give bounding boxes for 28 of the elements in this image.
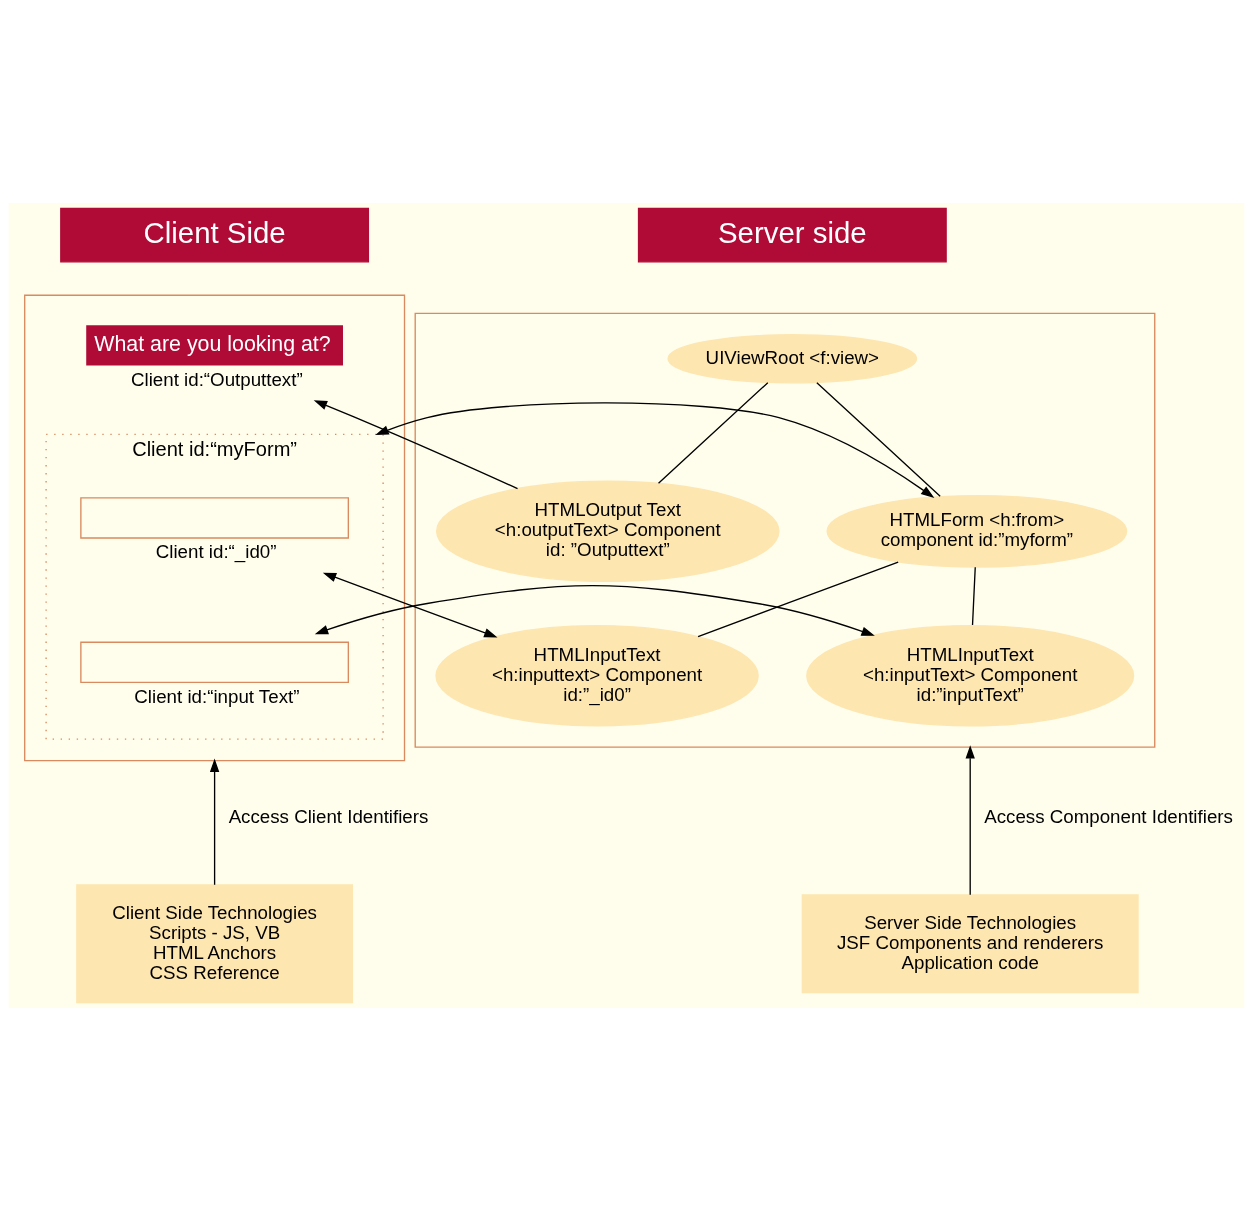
node-ellipse: HTMLInputText <h:inputtext> Component id:”_id0” — [435, 624, 759, 727]
node-box: Server side — [637, 207, 947, 263]
arrow — [375, 402, 935, 499]
node-ellipse: UIViewRoot <f:view> — [667, 334, 918, 384]
arrow — [209, 758, 220, 886]
node-label: Client id:“input Text” — [134, 685, 300, 707]
node-label: Client id:“Outputtext” — [131, 368, 303, 390]
node-box: Client Side — [60, 207, 370, 263]
connector — [697, 561, 899, 638]
cluster — [24, 294, 406, 762]
node-box: Client Side Technologies Scripts - JS, VB HTML Anchors CSS Reference — [76, 884, 354, 1004]
node-ellipse: HTMLForm <h:from> component id:”myform” — [826, 494, 1128, 568]
node-box — [80, 497, 349, 539]
cluster — [414, 312, 1156, 748]
connector — [971, 566, 976, 626]
connector — [657, 382, 769, 484]
node-box: What are you looking at? — [86, 325, 343, 366]
edge-label: Access Client Identifiers — [228, 806, 429, 828]
arrow — [322, 572, 498, 638]
node-box — [80, 641, 349, 684]
node-label: Client id:“_id0” — [155, 541, 277, 563]
arrow — [313, 400, 519, 490]
arrow — [965, 745, 975, 896]
connector — [816, 382, 941, 497]
arrow — [314, 584, 875, 636]
edge-label: Access Component Identifiers — [984, 806, 1233, 828]
node-ellipse: HTMLOutput Text <h:outputText> Component id: ”Outputtext” — [435, 480, 780, 583]
node-box: Server Side Technologies JSF Components and renderers Application code — [801, 894, 1139, 994]
